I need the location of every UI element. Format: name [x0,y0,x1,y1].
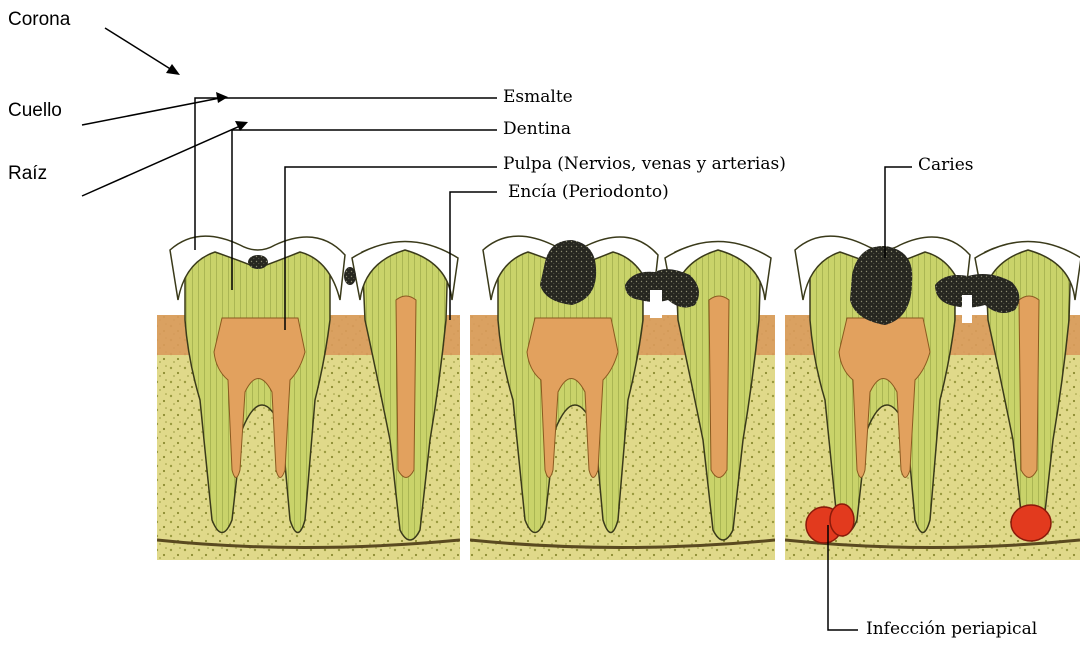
premolar-pulp [396,296,416,478]
cavity-gap [650,290,662,318]
raiz-arrow-line [82,126,240,196]
label-corona: Corona [8,10,70,29]
cavity-gap [962,295,972,323]
label-esmalte: Esmalte [503,89,573,106]
panel-healthy-teeth [157,236,460,560]
label-infeccion-periapical: Infección periapical [866,621,1037,638]
premolar-pulp [709,296,729,478]
caries-lesion-molar [850,246,912,325]
label-pulpa: Pulpa (Nervios, venas y arterias) [503,156,786,173]
esmalte-leader [195,98,497,250]
panel-infection-teeth [785,236,1081,560]
periapical-abscess-left-2 [830,504,854,536]
corona-arrow-head [166,64,180,75]
corona-arrow-line [105,28,172,70]
label-cuello: Cuello [8,101,62,120]
premolar-pulp [1019,296,1039,478]
small-caries-molar [248,255,268,269]
periapical-abscess-right [1011,505,1051,541]
label-dentina: Dentina [503,121,571,138]
cuello-arrow-line [82,98,220,125]
label-caries: Caries [918,157,974,174]
small-caries-interproximal [344,267,356,285]
label-raiz: Raíz [8,164,47,183]
label-encia: Encía (Periodonto) [508,184,669,201]
panel-caries-teeth [470,236,775,560]
